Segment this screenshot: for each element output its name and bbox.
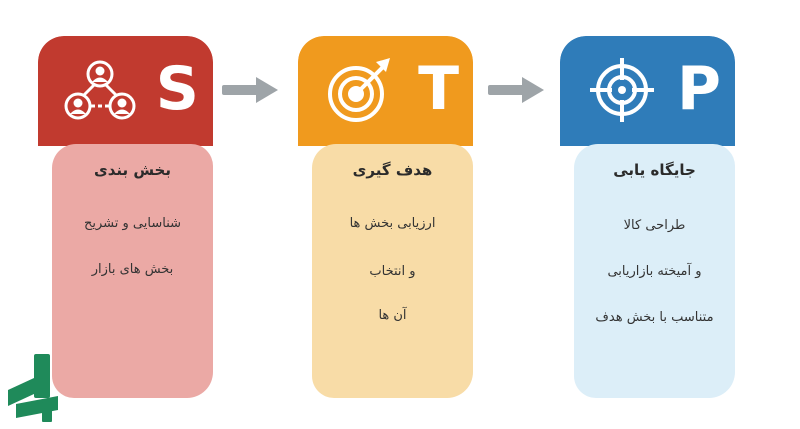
targeting-line-3: آن ها — [378, 308, 407, 323]
positioning-line-2: و آمیخته بازاریابی — [607, 264, 702, 279]
card-letter-t: T — [418, 54, 459, 124]
targeting-card-body — [312, 144, 473, 398]
segmentation-card: S بخش بندی شناسایی و تشریح بخش های بازار — [38, 36, 213, 398]
positioning-card: P جایگاه یابی طراحی کالا و آمیخته بازاری… — [560, 36, 735, 398]
brand-logo-icon — [8, 354, 58, 422]
people-network-icon — [64, 60, 136, 120]
segmentation-card-body — [52, 144, 213, 398]
segmentation-title: بخش بندی — [93, 161, 172, 179]
targeting-line-1: ارزیابی بخش ها — [349, 216, 436, 231]
targeting-line-2: و انتخاب — [369, 264, 416, 279]
targeting-card: T هدف گیری ارزیابی بخش ها و انتخاب آن ها — [298, 36, 473, 398]
crosshair-icon — [590, 58, 654, 122]
arrow-right-icon — [222, 77, 278, 103]
segmentation-card-header — [38, 36, 213, 146]
target-arrow-icon — [328, 58, 390, 122]
positioning-line-1: طراحی کالا — [623, 218, 686, 233]
positioning-title: جایگاه یابی — [613, 161, 696, 179]
positioning-card-body — [574, 144, 735, 398]
card-letter-p: P — [677, 54, 721, 124]
segmentation-line-1: شناسایی و تشریح — [83, 216, 182, 231]
positioning-line-3: متناسب با بخش هدف — [595, 310, 714, 325]
card-letter-s: S — [155, 54, 199, 124]
targeting-title: هدف گیری — [352, 161, 433, 179]
targeting-card-header — [298, 36, 473, 146]
segmentation-line-2: بخش های بازار — [91, 262, 174, 277]
arrow-right-icon — [488, 77, 544, 103]
